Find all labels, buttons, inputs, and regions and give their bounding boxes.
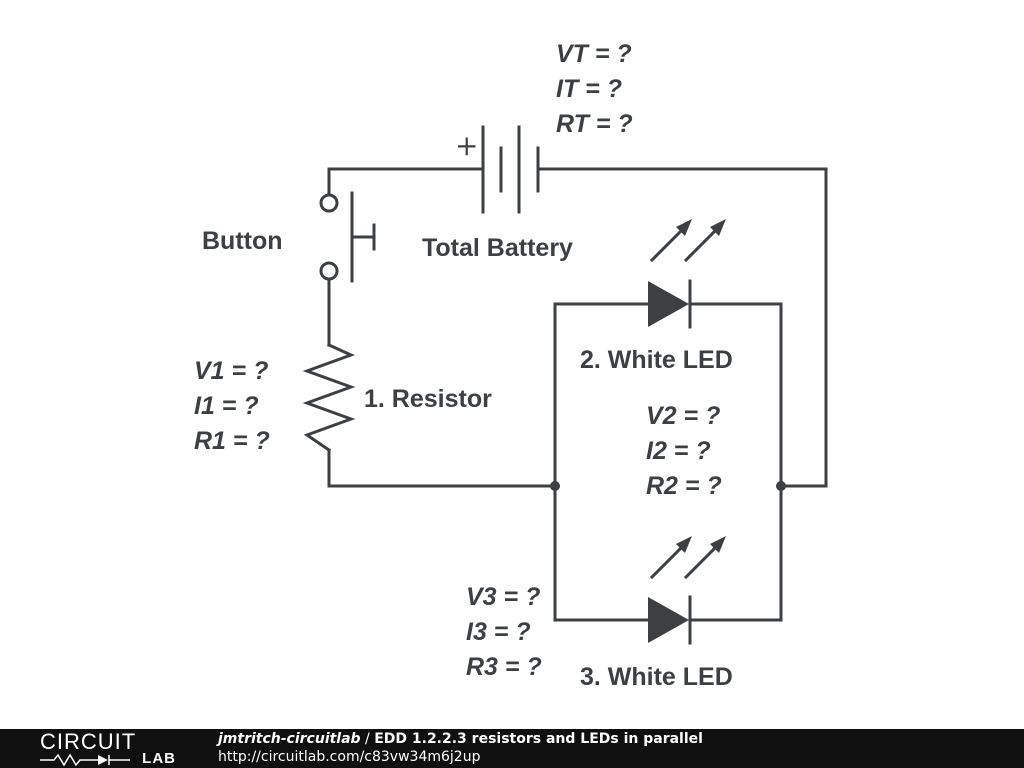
footer-separator: / (360, 731, 375, 747)
logo-wordmark-bottom: LAB (142, 750, 176, 767)
footer-bar: CIRCUIT LAB jmtritch-circuitlab / EDD 1.… (0, 729, 1024, 768)
led3-i3-label: I3 = ? (466, 618, 531, 646)
led2-r2-label: R2 = ? (646, 472, 722, 500)
resistor-symbol (302, 343, 356, 453)
wire-battery-to-right (536, 167, 828, 488)
led3-r3-label: R3 = ? (466, 653, 542, 681)
footer-url-link[interactable]: http://circuitlab.com/c83vw34m6j2up (218, 749, 481, 765)
footer-circuit-title[interactable]: EDD 1.2.2.3 resistors and LEDs in parall… (374, 731, 703, 747)
led2-v2-label: V2 = ? (646, 402, 720, 430)
junction-right (776, 481, 786, 491)
wires (327, 167, 828, 622)
wire-button-to-battery (327, 167, 485, 195)
circuit-schematic: + VT = ? IT = ? RT = ? Button Total Batt… (194, 40, 828, 691)
button-label: Button (202, 227, 283, 255)
resistor-i1-label: I1 = ? (194, 392, 259, 420)
led2-label: 2. White LED (580, 346, 733, 374)
wire-led2-branch (553, 302, 783, 488)
footer-author-link[interactable]: jmtritch-circuitlab (218, 731, 361, 747)
led2-symbol (648, 219, 726, 329)
resistor-r1-label: R1 = ? (194, 427, 270, 455)
battery-vt-label: VT = ? (556, 40, 632, 68)
led3-v3-label: V3 = ? (466, 583, 540, 611)
footer-title-line: jmtritch-circuitlab / EDD 1.2.2.3 resist… (218, 731, 703, 747)
resistor-v1-label: V1 = ? (194, 357, 268, 385)
led2-i2-label: I2 = ? (646, 437, 711, 465)
circuitlab-logo[interactable]: CIRCUIT LAB (40, 731, 180, 767)
push-button-symbol (319, 191, 376, 283)
battery-plus-sign: + (455, 129, 478, 162)
battery-rt-label: RT = ? (556, 110, 633, 138)
wire-resistor-to-node (327, 448, 557, 488)
battery-it-label: IT = ? (556, 75, 622, 103)
battery-label: Total Battery (422, 234, 573, 262)
led3-label: 3. White LED (580, 663, 733, 691)
resistor-diode-icon (40, 753, 130, 767)
led3-symbol (648, 536, 726, 645)
wire-led3-branch (553, 484, 783, 622)
resistor-label: 1. Resistor (364, 385, 492, 413)
battery-symbol (481, 125, 540, 214)
junction-left (550, 481, 560, 491)
logo-wordmark-top: CIRCUIT (40, 729, 137, 754)
